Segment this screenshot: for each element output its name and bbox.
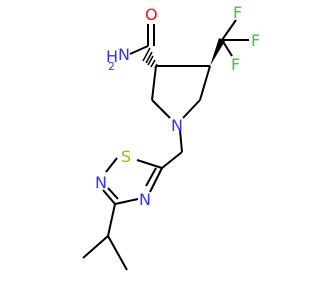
bond-n2-c3t-1 bbox=[102, 189, 116, 205]
amide-nitrogen-label: N bbox=[118, 45, 130, 64]
wedge-c4-cf3 bbox=[210, 38, 225, 66]
bond-c3t-ch bbox=[107, 203, 116, 237]
fluorine-right-label: F bbox=[251, 31, 260, 50]
bond-cf3-f-top bbox=[221, 19, 237, 41]
sulfur-label: S bbox=[121, 147, 131, 166]
bond-ch2-c5t bbox=[161, 151, 183, 169]
bond-cf3-f-left bbox=[221, 39, 233, 57]
bond-ch-me1 bbox=[82, 235, 109, 259]
bond-n4-c5t-1 bbox=[149, 167, 163, 193]
bond-c2-c3 bbox=[151, 65, 157, 101]
bond-n1-c2 bbox=[151, 99, 171, 119]
bond-carbonyl-n bbox=[129, 45, 149, 55]
amide-h-label: H bbox=[106, 47, 118, 66]
molecule-structure: O H 2 N F F F N S N N bbox=[82, 3, 260, 271]
bond-ch-me2 bbox=[107, 235, 128, 271]
molecule-diagram: O H 2 N F F F N S N N bbox=[82, 3, 261, 271]
bond-c5t-s1 bbox=[136, 159, 163, 169]
fluorine-left-label: F bbox=[231, 55, 240, 74]
fluorine-top-label: F bbox=[233, 3, 242, 22]
thiadiazole-n4-label: N bbox=[139, 190, 151, 209]
hashed-wedge-c3-carbonyl bbox=[142, 47, 158, 69]
thiadiazole-n2-label: N bbox=[95, 173, 107, 192]
ring-nitrogen-label: N bbox=[171, 116, 183, 135]
bond-n1-ch2 bbox=[179, 129, 183, 153]
amide-oxygen-label: O bbox=[145, 5, 158, 24]
bond-s1-n2 bbox=[105, 157, 118, 173]
amide-h-subscript: 2 bbox=[108, 60, 115, 73]
bond-c4-c5 bbox=[199, 65, 211, 101]
bond-n2-c3t-2 bbox=[107, 187, 119, 200]
bond-c5-n1 bbox=[182, 99, 201, 119]
bond-c3t-n4 bbox=[114, 198, 139, 205]
bond-n4-c5t-2 bbox=[145, 167, 157, 187]
